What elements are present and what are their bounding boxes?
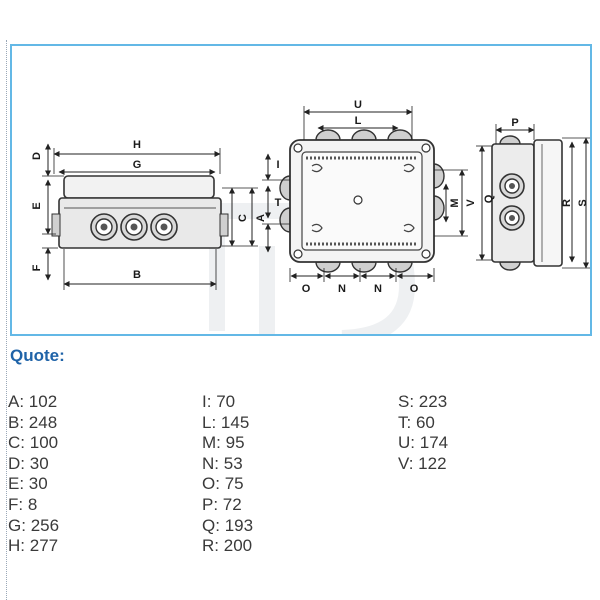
top-view	[262, 106, 468, 282]
dim-label-f: F	[31, 264, 43, 271]
front-gland-3-icon	[150, 213, 178, 241]
quote-heading: Quote:	[10, 346, 65, 365]
page-left-border	[6, 40, 7, 600]
side-gland-1-icon	[499, 173, 525, 199]
front-gland-1-icon	[90, 213, 118, 241]
quote-value: 53	[223, 453, 243, 473]
quote-key: M	[202, 433, 226, 452]
quote-value: 277	[29, 536, 59, 556]
quote-key: O	[202, 474, 225, 493]
quote-row-l: L145	[202, 413, 253, 434]
dim-label-h: H	[133, 139, 141, 151]
quote-value: 30	[28, 474, 48, 494]
dim-label-q: Q	[483, 194, 495, 203]
quote-key: T	[398, 413, 416, 432]
quote-row-v: V122	[398, 454, 448, 475]
quote-value: 75	[224, 474, 244, 494]
drawing-svg: H G D E F B C A U L I T O N N O M V P Q …	[31, 99, 590, 334]
dim-label-i: I	[276, 159, 279, 171]
dim-label-l: L	[355, 115, 362, 127]
dim-label-c: C	[237, 214, 249, 222]
quote-row-f: F8	[8, 495, 59, 516]
quote-row-d: D30	[8, 454, 59, 475]
quote-row-i: I70	[202, 392, 253, 413]
quote-row-p: P72	[202, 495, 253, 516]
quote-key: E	[8, 474, 29, 493]
quote-key: V	[398, 454, 418, 473]
quote-row-e: E30	[8, 474, 59, 495]
quote-row-n: N53	[202, 454, 253, 475]
quote-row-c: C100	[8, 433, 59, 454]
dim-label-a: A	[255, 214, 267, 222]
dim-label-e: E	[31, 202, 43, 209]
dim-label-d: D	[31, 152, 43, 160]
dim-label-p: P	[511, 117, 518, 129]
quote-value: 122	[418, 453, 447, 473]
quote-row-a: A102	[8, 392, 59, 413]
quote-row-h: H277	[8, 536, 59, 557]
dim-label-s: S	[577, 199, 589, 206]
quote-key: P	[202, 495, 223, 514]
dim-label-n-right: N	[374, 283, 382, 295]
technical-drawing: H G D E F B C A U L I T O N N O M V P Q …	[10, 44, 592, 336]
quote-row-m: M95	[202, 433, 253, 454]
side-gland-2-icon	[499, 205, 525, 231]
quote-key: F	[8, 495, 28, 514]
front-gland-2-icon	[120, 213, 148, 241]
quote-row-u: U174	[398, 433, 448, 454]
quote-key: C	[8, 433, 30, 452]
quote-value: 100	[29, 433, 59, 453]
quote-key: B	[8, 413, 29, 432]
quote-key: U	[398, 433, 420, 452]
quote-column-2: I70 L145 M95 N53 O75 P72 Q193 R200	[202, 392, 253, 557]
quote-key: I	[202, 392, 216, 411]
quote-key: A	[8, 392, 29, 411]
quote-value: 102	[28, 392, 58, 411]
dim-label-r: R	[561, 199, 573, 207]
side-view	[476, 124, 590, 271]
quote-row-s: S223	[398, 392, 448, 413]
quote-key: L	[202, 413, 221, 432]
quote-key: D	[8, 454, 30, 473]
quote-key: R	[202, 536, 224, 555]
quote-value: 72	[222, 494, 242, 514]
quote-value: 256	[30, 515, 60, 535]
quote-key: H	[8, 536, 30, 555]
quote-row-r: R200	[202, 536, 253, 557]
dim-label-v: V	[465, 199, 477, 207]
quote-row-q: Q193	[202, 516, 253, 537]
quote-key: N	[202, 454, 224, 473]
dim-label-o-right: O	[410, 283, 419, 295]
dim-label-t: T	[275, 197, 282, 209]
dim-label-m: M	[449, 198, 461, 207]
dim-label-u: U	[354, 99, 362, 111]
quote-row-o: O75	[202, 474, 253, 495]
dim-label-b: B	[133, 269, 141, 281]
quote-value: 223	[418, 392, 448, 411]
quote-value: 30	[29, 453, 49, 473]
quote-column-3: S223 T60 U174 V122	[398, 392, 448, 474]
quote-row-t: T60	[398, 413, 448, 434]
dim-label-g: G	[133, 159, 142, 171]
quote-value: 8	[27, 494, 38, 514]
quote-value: 248	[28, 412, 58, 432]
quote-key: G	[8, 516, 31, 535]
quote-value: 193	[224, 515, 254, 535]
dim-label-o-left: O	[302, 283, 311, 295]
quote-row-g: G256	[8, 516, 59, 537]
quote-value: 145	[220, 412, 250, 432]
quote-column-1: A102 B248 C100 D30 E30 F8 G256 H277	[8, 392, 59, 557]
dim-label-n-left: N	[338, 283, 346, 295]
quote-value: 60	[415, 412, 435, 432]
quote-row-b: B248	[8, 413, 59, 434]
quote-value: 95	[225, 433, 245, 453]
quote-key: Q	[202, 516, 225, 535]
quote-key: S	[398, 392, 419, 411]
quote-value: 174	[419, 433, 449, 453]
quote-value: 70	[216, 392, 236, 411]
front-view	[42, 143, 258, 290]
quote-value: 200	[223, 536, 253, 556]
